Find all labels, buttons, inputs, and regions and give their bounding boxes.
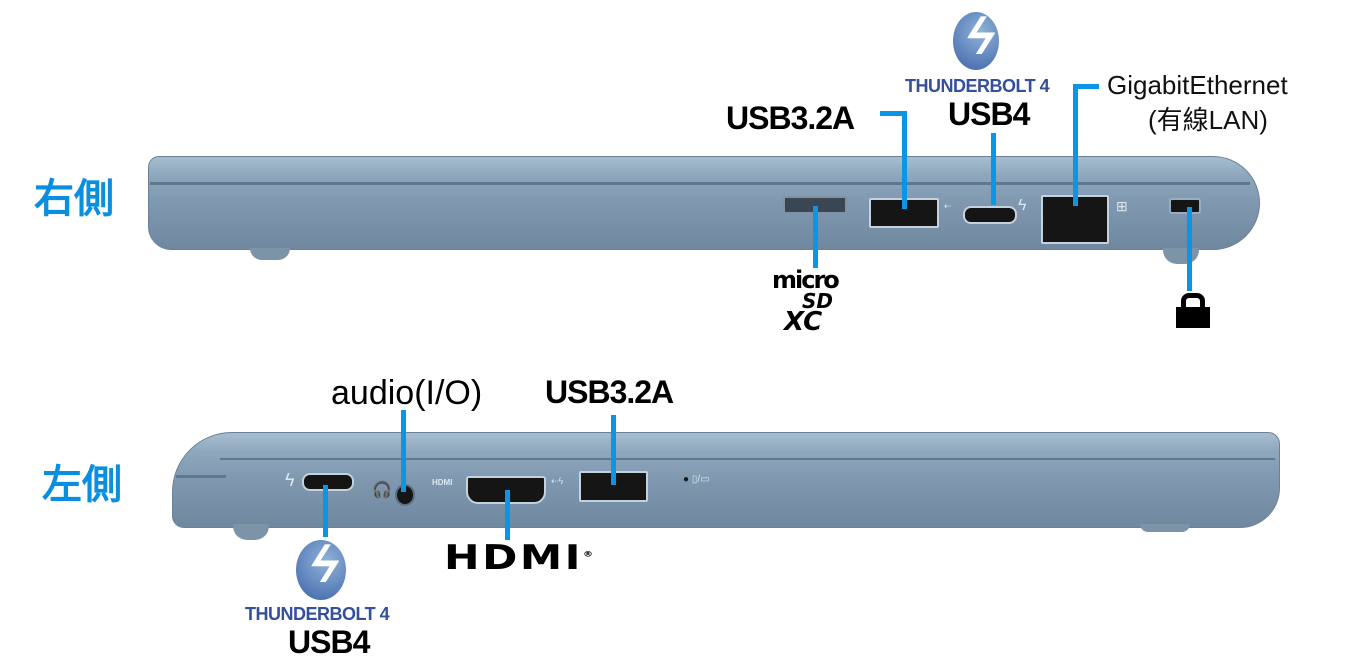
laptop-left-side-view xyxy=(172,432,1280,528)
headset-icon: 🎧 xyxy=(372,482,392,499)
foot xyxy=(1163,248,1199,264)
callout-line xyxy=(902,111,907,209)
usb-c-port xyxy=(963,206,1017,224)
lid-seam xyxy=(150,182,1250,185)
lid-seam xyxy=(176,475,226,478)
callout-line xyxy=(1073,84,1099,89)
usb-c-port xyxy=(302,473,354,491)
hdmi-port-text: HDMI xyxy=(432,478,453,487)
security-lock-slot xyxy=(1169,198,1201,214)
ethernet-label: GigabitEthernet xyxy=(1107,70,1288,100)
hdmi-logo-text: HDMI xyxy=(444,538,583,578)
microsd-logo-text: micro xyxy=(772,266,840,294)
callout-line xyxy=(401,410,406,492)
microsd-logo-text: SD xyxy=(802,289,834,313)
usb4-label: USB4 xyxy=(288,624,370,660)
ethernet-label-jp: (有線LAN) xyxy=(1148,105,1268,135)
microsdxc-logo: micro SD XC xyxy=(772,266,854,337)
foot xyxy=(233,524,269,540)
callout-line xyxy=(1187,207,1192,291)
usb-a-label: USB3.2A xyxy=(726,100,855,136)
foot xyxy=(250,248,290,260)
lid-seam xyxy=(220,458,1275,460)
thunderbolt-icon: ϟ xyxy=(1018,197,1027,214)
thunderbolt-logo: ϟ xyxy=(953,8,1002,70)
registered-mark: ® xyxy=(582,549,596,559)
right-side-title: 右側 xyxy=(34,177,114,221)
audio-label: audio(I/O) xyxy=(331,374,483,412)
lock-icon xyxy=(1176,293,1210,328)
callout-line xyxy=(991,133,996,205)
thunderbolt-label: THUNDERBOLT 4 xyxy=(245,604,390,624)
usb-power-icon: ⇠ϟ xyxy=(551,476,564,486)
thunderbolt-label: THUNDERBOLT 4 xyxy=(905,76,1050,96)
left-side-title: 左側 xyxy=(42,463,122,507)
thunderbolt-logo: ϟ xyxy=(296,536,346,600)
power-led-indicator: ● ▯/▭ xyxy=(683,474,710,485)
callout-line xyxy=(323,485,328,537)
hdmi-logo: HDMI® xyxy=(444,538,595,578)
usb-icon: ⇠ xyxy=(944,201,952,211)
usb-a-label: USB3.2A xyxy=(545,374,674,410)
callout-line xyxy=(1073,84,1078,206)
microsd-logo-text: XC xyxy=(784,307,823,337)
foot xyxy=(1140,524,1190,532)
callout-line xyxy=(880,111,907,116)
thunderbolt-icon: ϟ xyxy=(285,470,295,490)
callout-line xyxy=(611,415,616,485)
callout-line xyxy=(505,490,510,540)
usb4-label: USB4 xyxy=(948,96,1030,132)
network-icon: ⊞ xyxy=(1116,198,1128,214)
callout-line xyxy=(813,206,818,268)
